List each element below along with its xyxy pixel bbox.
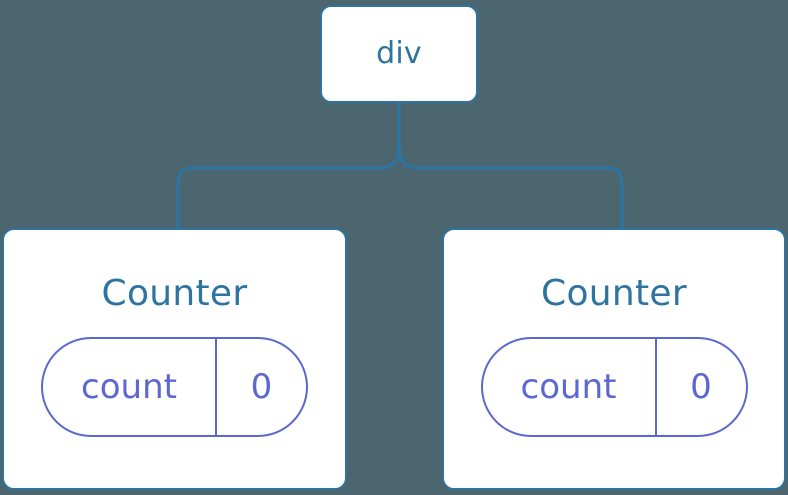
state-key-left: count (43, 339, 217, 435)
state-key-left-text: count (81, 367, 177, 407)
state-key-right-text: count (520, 367, 617, 407)
state-pill-left[interactable]: count 0 (41, 337, 308, 437)
state-value-left-text: 0 (250, 367, 273, 407)
state-pill-right[interactable]: count 0 (480, 337, 748, 437)
node-counter-right[interactable]: Counter count 0 (442, 228, 786, 490)
connector-branch-right (397, 144, 624, 230)
node-counter-left-label: Counter (101, 273, 248, 314)
node-div-label: div (376, 36, 422, 71)
node-counter-left[interactable]: Counter count 0 (2, 228, 347, 490)
state-value-right: 0 (657, 339, 746, 435)
state-value-right-text: 0 (690, 367, 712, 407)
node-counter-right-label: Counter (541, 273, 687, 314)
state-value-left: 0 (217, 339, 306, 435)
node-div[interactable]: div (320, 5, 478, 103)
connector-branch-left (176, 144, 401, 230)
state-key-right: count (483, 339, 657, 435)
